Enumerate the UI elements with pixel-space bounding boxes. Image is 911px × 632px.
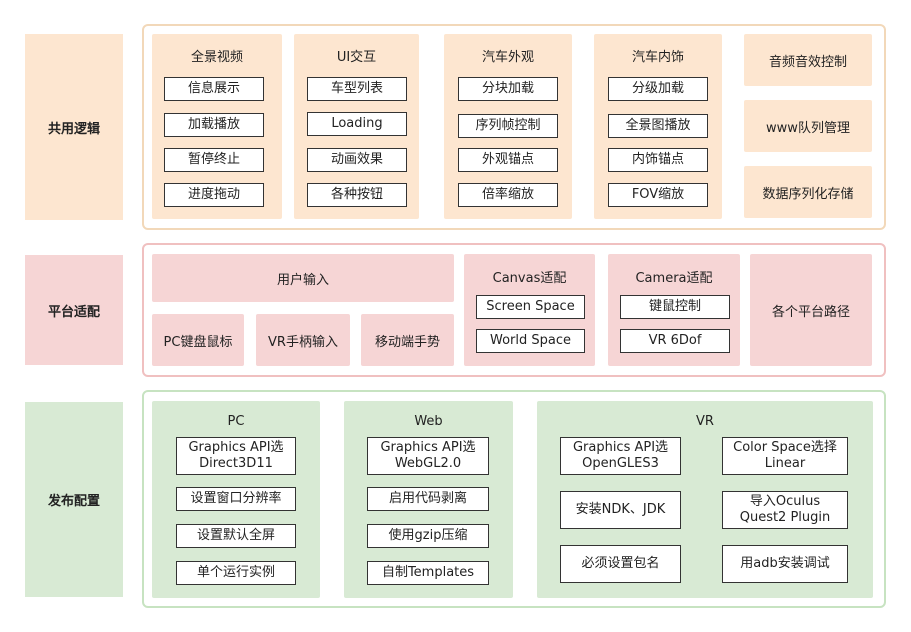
item-zoom-scale: 倍率缩放: [458, 183, 558, 207]
panel-user-input-title: 用户输入: [152, 254, 454, 302]
item-exterior-anchor: 外观锚点: [458, 148, 558, 172]
item-interior-anchor: 内饰锚点: [608, 148, 708, 172]
row-label-shared: 共用逻辑: [25, 34, 123, 220]
box-platform-paths: 各个平台路径: [750, 254, 872, 366]
item-single-instance: 单个运行实例: [176, 561, 296, 585]
panel-publish-vr: VR Graphics API选 OpenGLES3 安装NDK、JDK 必须设…: [537, 401, 873, 598]
item-code-stripping: 启用代码剥离: [367, 487, 489, 511]
item-load-play: 加载播放: [164, 113, 264, 137]
box-www-queue: www队列管理: [744, 100, 872, 152]
item-default-fullscreen: 设置默认全屏: [176, 524, 296, 548]
item-car-list: 车型列表: [307, 77, 407, 101]
box-vr-controller-input: VR手柄输入: [256, 314, 350, 366]
row-label-publish: 发布配置: [25, 402, 123, 597]
panel-publish-pc: PC Graphics API选 Direct3D11 设置窗口分辨率 设置默认…: [152, 401, 320, 598]
box-data-serialization: 数据序列化存储: [744, 166, 872, 218]
item-frame-sequence: 序列帧控制: [458, 114, 558, 138]
item-package-name: 必须设置包名: [560, 545, 681, 583]
box-pc-keyboard-mouse: PC键盘鼠标: [152, 314, 244, 366]
item-color-space-linear: Color Space选择 Linear: [722, 437, 848, 475]
item-loading: Loading: [307, 112, 407, 136]
item-gzip-compression: 使用gzip压缩: [367, 524, 489, 548]
item-adb-install-debug: 用adb安装调试: [722, 545, 848, 583]
item-install-ndk-jdk: 安装NDK、JDK: [560, 491, 681, 529]
row-label-platform: 平台适配: [25, 255, 123, 365]
item-screen-space: Screen Space: [476, 295, 585, 319]
item-progress-drag: 进度拖动: [164, 183, 264, 207]
item-graphics-api-webgl: Graphics API选 WebGL2.0: [367, 437, 489, 475]
panel-title: Canvas适配: [492, 270, 567, 286]
panel-camera-adapt: Camera适配 键鼠控制 VR 6Dof: [608, 254, 740, 366]
item-level-load: 分级加载: [608, 77, 708, 101]
item-keyboard-mouse-control: 键鼠控制: [620, 295, 730, 319]
panel-title: VR: [696, 413, 714, 429]
item-import-oculus-plugin: 导入Oculus Quest2 Plugin: [722, 491, 848, 529]
panel-panorama-video: 全景视频 信息展示 加载播放 暂停终止 进度拖动: [152, 34, 282, 219]
item-fov-zoom: FOV缩放: [608, 183, 708, 207]
item-pause-stop: 暂停终止: [164, 148, 264, 172]
item-info-display: 信息展示: [164, 77, 264, 101]
item-animation: 动画效果: [307, 148, 407, 172]
item-buttons: 各种按钮: [307, 183, 407, 207]
item-chunk-load: 分块加载: [458, 77, 558, 101]
panel-car-exterior: 汽车外观 分块加载 序列帧控制 外观锚点 倍率缩放: [444, 34, 572, 219]
panel-title: 全景视频: [190, 49, 243, 65]
item-world-space: World Space: [476, 329, 585, 353]
panel-title: 汽车外观: [481, 49, 534, 65]
item-graphics-api-gles3: Graphics API选 OpenGLES3: [560, 437, 681, 475]
panel-publish-web: Web Graphics API选 WebGL2.0 启用代码剥离 使用gzip…: [344, 401, 513, 598]
box-mobile-gesture: 移动端手势: [361, 314, 454, 366]
box-audio-control: 音频音效控制: [744, 34, 872, 86]
panel-car-interior: 汽车内饰 分级加载 全景图播放 内饰锚点 FOV缩放: [594, 34, 722, 219]
panel-title: Camera适配: [635, 270, 713, 286]
panel-ui-interaction: UI交互 车型列表 Loading 动画效果 各种按钮: [294, 34, 419, 219]
item-custom-templates: 自制Templates: [367, 561, 489, 585]
panel-title: PC: [227, 413, 245, 429]
item-graphics-api-d3d11: Graphics API选 Direct3D11: [176, 437, 296, 475]
item-vr-6dof: VR 6Dof: [620, 329, 730, 353]
item-window-resolution: 设置窗口分辨率: [176, 487, 296, 511]
panel-title: UI交互: [336, 49, 377, 65]
item-panorama-play: 全景图播放: [608, 114, 708, 138]
panel-title: 汽车内饰: [631, 49, 684, 65]
panel-title: Web: [414, 413, 443, 429]
panel-canvas-adapt: Canvas适配 Screen Space World Space: [464, 254, 595, 366]
